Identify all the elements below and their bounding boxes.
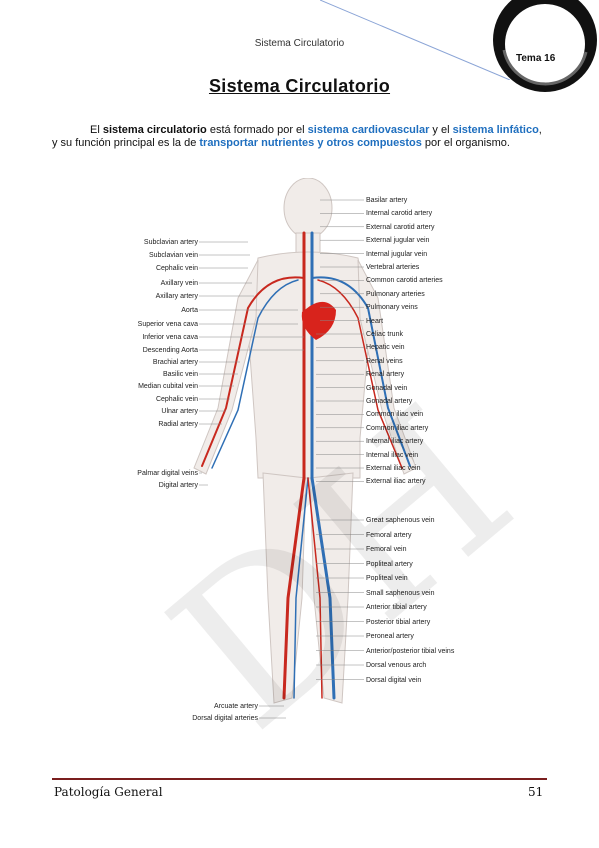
label-left: Axillary artery	[155, 293, 198, 300]
intro-text: y su función principal es la de	[52, 137, 200, 149]
label-left: Inferior vena cava	[142, 334, 198, 341]
footer-rule	[52, 778, 547, 780]
label-left: Axillary vein	[160, 280, 198, 287]
label-right: External iliac artery	[366, 478, 426, 486]
label-right: Heart	[366, 317, 384, 325]
label-right: Anterior/posterior tibial veins	[366, 647, 455, 655]
label-right: Internal carotid artery	[366, 210, 433, 218]
label-right: Femoral vein	[366, 546, 407, 553]
label-left: Subclavian vein	[148, 252, 198, 259]
tema-label: Tema 16	[516, 53, 556, 64]
label-right: Popliteal vein	[366, 575, 408, 582]
intro-bold: sistema circulatorio	[102, 124, 207, 136]
label-right: Peroneal artery	[366, 633, 414, 640]
intro-text: está formado por el	[206, 124, 308, 136]
footer-course: Patología General	[54, 785, 163, 799]
label-right: Internal iliac vein	[366, 451, 419, 459]
heart-shape	[301, 301, 336, 340]
label-left: Digital artery	[158, 482, 198, 489]
intro-highlight: sistema linfático	[452, 124, 539, 136]
label-right: Dorsal digital vein	[366, 676, 422, 684]
label-left: Cephalic vein	[155, 265, 198, 272]
label-left: Radial artery	[158, 421, 198, 428]
intro-text: ,	[538, 124, 542, 136]
label-right: Vertebral arteries	[366, 264, 420, 271]
label-right: Popliteal artery	[366, 560, 413, 568]
tema-badge	[493, 0, 597, 92]
body-illustration	[193, 177, 417, 719]
label-right: Renal artery	[366, 371, 405, 379]
label-right: Hepatic vein	[366, 344, 405, 352]
label-right: Posterior tibial artery	[366, 618, 431, 626]
label-right: Great saphenous vein	[366, 517, 435, 524]
label-right: Gonadal artery	[366, 398, 413, 405]
header-diagonal-line	[320, 0, 510, 80]
label-right: Common iliac vein	[366, 411, 424, 419]
label-left: Palmar digital veins	[137, 470, 198, 477]
label-right: Pulmonary veins	[366, 304, 418, 312]
label-left: Brachial artery	[152, 359, 198, 366]
intro-text: y el	[429, 124, 453, 136]
label-left: Subclavian artery	[143, 239, 198, 246]
label-right: Internal jugular vein	[366, 250, 428, 258]
label-right: Femoral artery	[366, 531, 412, 539]
page-title: Sistema Circulatorio	[208, 76, 391, 96]
label-right: Internal iliac artery	[366, 438, 424, 446]
label-right: Dorsal venous arch	[366, 662, 427, 669]
page-number: 51	[528, 785, 544, 799]
label-right: Common carotid arteries	[366, 277, 443, 285]
label-left: Median cubital vein	[138, 383, 198, 390]
label-right: Gonadal vein	[366, 384, 408, 392]
intro-text: El	[90, 124, 103, 136]
label-left: Descending Aorta	[142, 347, 198, 354]
label-right: Basilar artery	[366, 197, 408, 204]
intro-text: por el organismo.	[421, 137, 510, 149]
intro-highlight: transportar nutrientes y otros compuesto…	[199, 137, 422, 149]
running-title: Sistema Circulatorio	[254, 38, 345, 49]
intro-paragraph: El sistema circulatorio está formado por…	[52, 124, 552, 150]
label-left: Basilic vein	[162, 371, 198, 378]
label-left: Cephalic vein	[155, 396, 198, 403]
label-right: Renal veins	[366, 357, 403, 365]
intro-highlight: sistema cardiovascular	[307, 124, 430, 136]
label-right: External iliac vein	[366, 465, 421, 472]
label-left: Dorsal digital arteries	[192, 715, 258, 722]
label-right: Celiac trunk	[366, 331, 403, 338]
label-right: Anterior tibial artery	[366, 604, 427, 611]
label-right: Common iliac artery	[366, 424, 429, 432]
label-right: External jugular vein	[366, 237, 430, 245]
label-right: External carotid artery	[366, 223, 435, 231]
label-left: Ulnar artery	[161, 408, 198, 415]
label-left: Arcuate artery	[214, 703, 258, 710]
label-right: Pulmonary arteries	[366, 290, 425, 298]
label-right: Small saphenous vein	[366, 589, 435, 597]
label-left: Superior vena cava	[137, 321, 198, 328]
label-left: Aorta	[181, 307, 198, 314]
